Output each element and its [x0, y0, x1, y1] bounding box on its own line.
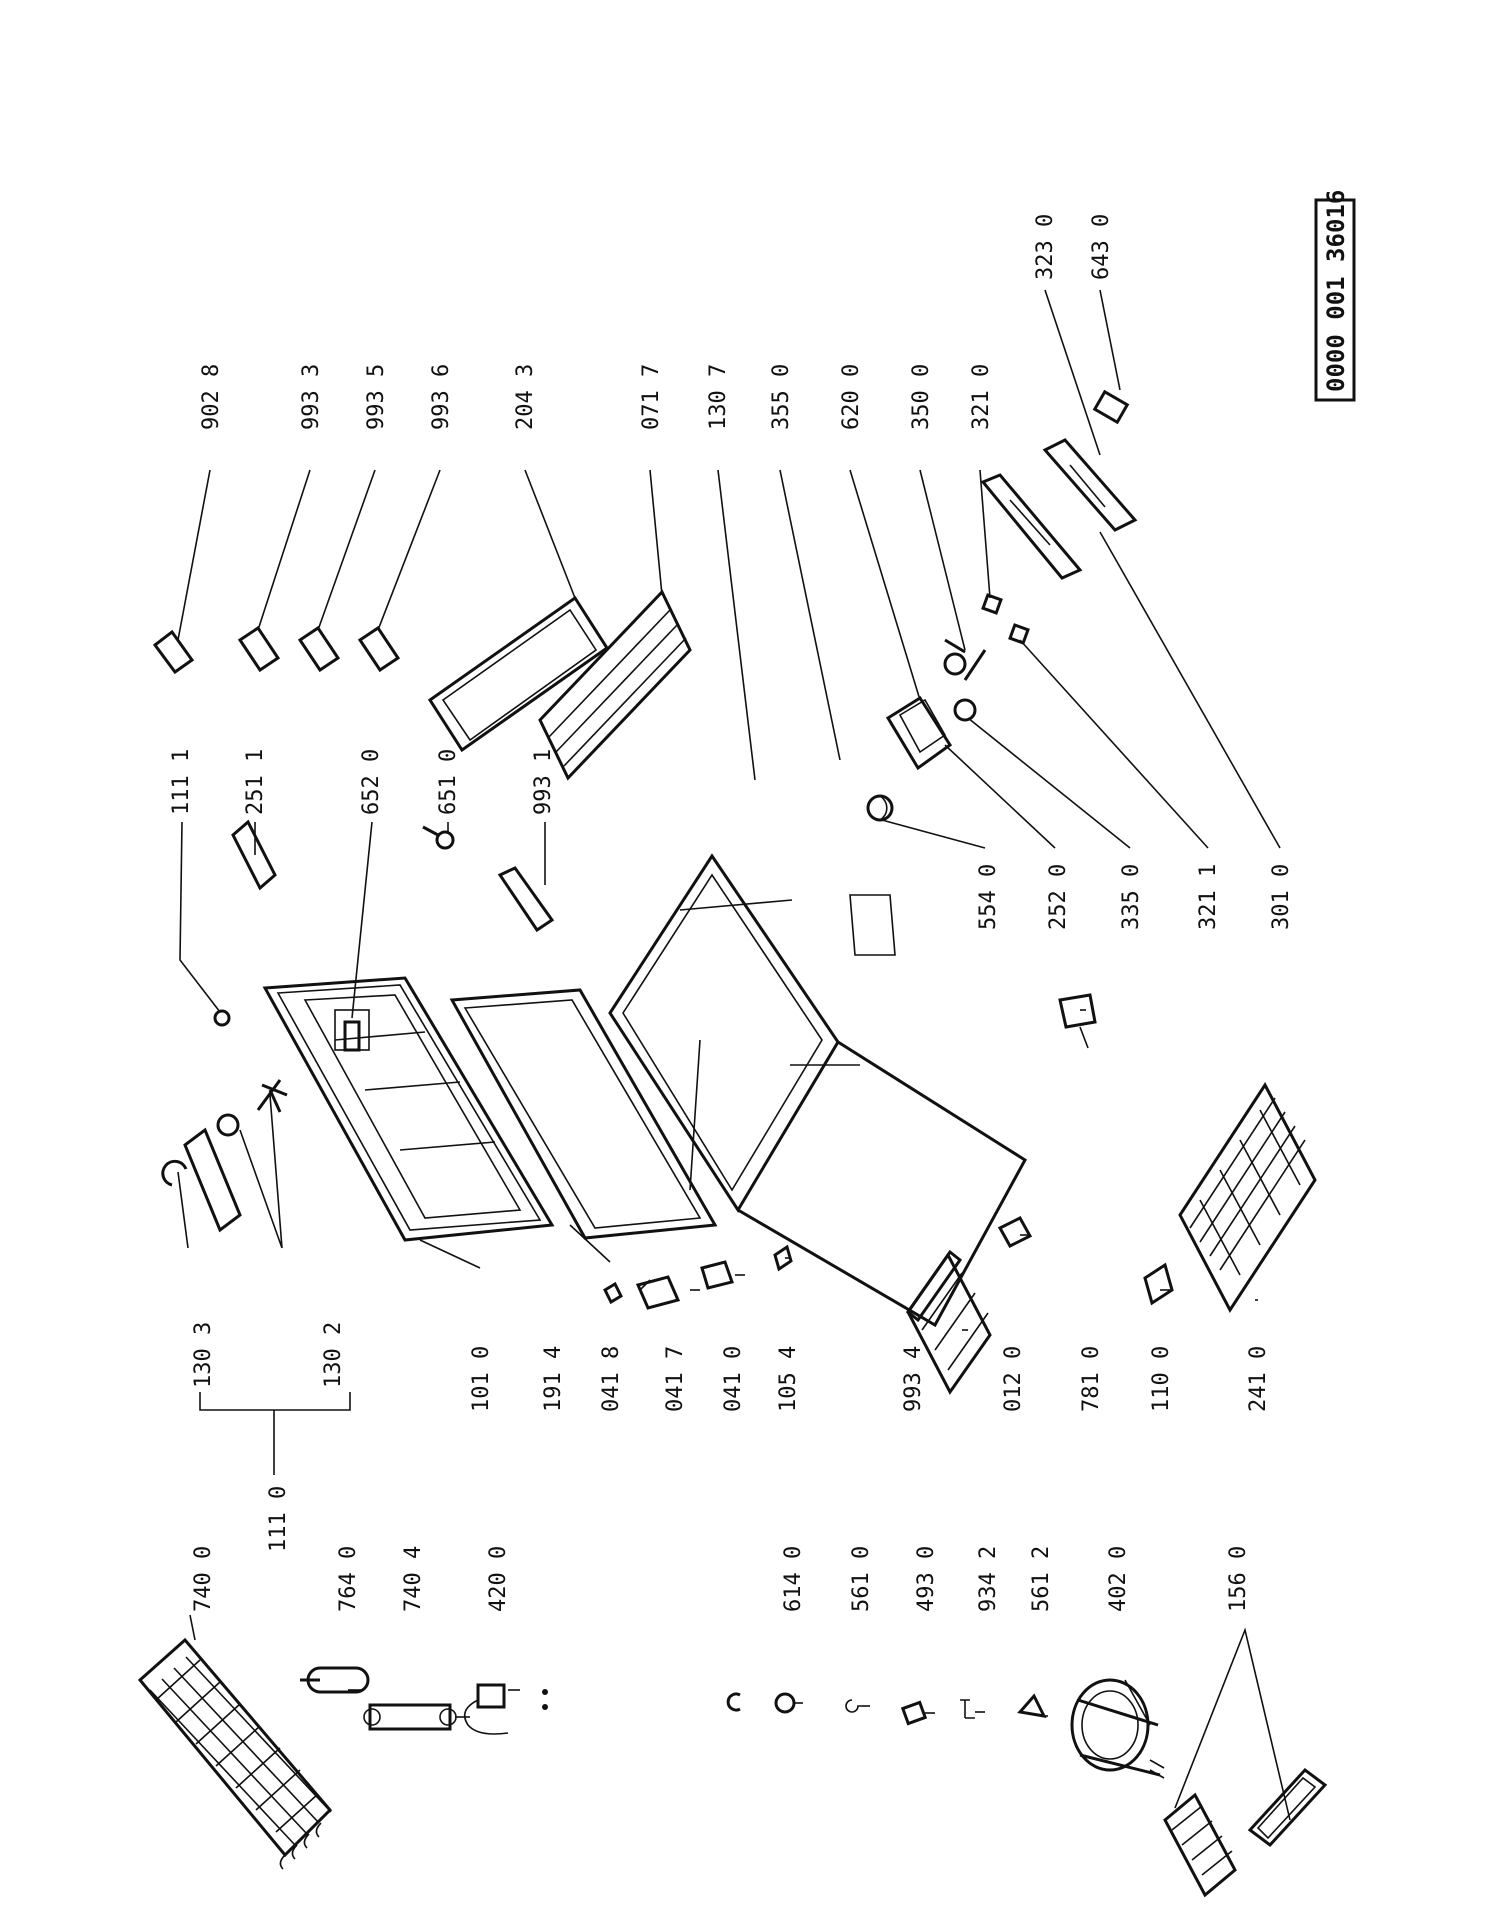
- part-group-bracket: [199, 1392, 351, 1475]
- part-label-3350: 335 0: [1119, 864, 1144, 930]
- part-label-1302: 130 2: [321, 1322, 346, 1388]
- ice-tray-drawing: [905, 1249, 992, 1395]
- part-label-9934: 993 4: [901, 1346, 926, 1412]
- part-label-3010: 301 0: [1269, 864, 1294, 930]
- shelf-support-drawing: [231, 819, 277, 891]
- part-label-9931: 993 1: [531, 749, 556, 815]
- rating-plate-drawing: [1058, 993, 1097, 1029]
- part-label-3550: 355 0: [769, 364, 794, 430]
- lamp-holder-drawing: [422, 825, 455, 850]
- part-label-5610: 561 0: [849, 1546, 874, 1612]
- lid-hardware-drawing: [603, 1244, 793, 1310]
- hinge-drawing: [161, 1127, 242, 1233]
- part-label-3500: 350 0: [909, 364, 934, 430]
- part-label-1560: 156 0: [1226, 1546, 1251, 1612]
- divider-bar-drawing: [497, 866, 555, 933]
- condenser-grid-drawing: [137, 1637, 333, 1870]
- part-label-2520: 252 0: [1046, 864, 1071, 930]
- filter-dryer-drawing: [300, 1666, 370, 1694]
- part-label-9342: 934 2: [976, 1546, 1001, 1612]
- part-label-0410: 041 0: [721, 1346, 746, 1412]
- part-label-4020: 402 0: [1106, 1546, 1131, 1612]
- part-label-6520: 652 0: [359, 749, 384, 815]
- leader-lines: [177, 289, 1291, 1821]
- part-labels: 740 0 764 0 740 4 420 0 614 0 561 0 493 0 934 2…: [169, 214, 1294, 1612]
- part-label-1111: 111 1: [169, 749, 194, 815]
- part-label-2043: 204 3: [513, 364, 538, 430]
- thermostat-probe-drawing: [463, 1683, 548, 1735]
- part-label-9935: 993 5: [364, 364, 389, 430]
- part-label-1914: 191 4: [541, 1346, 566, 1412]
- part-label-2410: 241 0: [1246, 1346, 1271, 1412]
- part-label-1307: 130 7: [706, 364, 731, 430]
- part-label-0120: 012 0: [1001, 1346, 1026, 1412]
- part-label-1054: 105 4: [776, 1346, 801, 1412]
- part-label-7400: 740 0: [191, 1546, 216, 1612]
- part-label-9028: 902 8: [199, 364, 224, 430]
- part-label-4930: 493 0: [914, 1546, 939, 1612]
- part-label-7404: 740 4: [401, 1546, 426, 1612]
- part-label-9936: 993 6: [429, 364, 454, 430]
- part-label-4200: 420 0: [486, 1546, 511, 1612]
- document-code: 0000 001 36016: [1322, 190, 1350, 392]
- part-label-3210: 321 0: [969, 364, 994, 430]
- capacitor-drawing: [953, 698, 977, 722]
- part-label-6510: 651 0: [436, 749, 461, 815]
- part-label-0417: 041 7: [663, 1346, 688, 1412]
- basket-drawing: [1178, 1082, 1317, 1313]
- evaporator-cover-drawing: [152, 629, 195, 675]
- part-label-2511: 251 1: [243, 749, 268, 815]
- part-label-1100: 110 0: [1149, 1346, 1174, 1412]
- light-switch-drawing: [334, 1009, 370, 1052]
- part-label-7810: 781 0: [1079, 1346, 1104, 1412]
- foot-drawing: [997, 1216, 1033, 1248]
- part-label-0418: 041 8: [599, 1346, 624, 1412]
- relay-drawing: [866, 794, 894, 822]
- evaporator-grid-drawing: [538, 589, 692, 781]
- thermostat-knob-drawing: [1042, 438, 1138, 532]
- cabinet-body-drawing: [608, 853, 1027, 1328]
- switch-drawing: [981, 593, 1030, 645]
- part-label-1110: 111 0: [266, 1486, 291, 1552]
- part-label-1303: 130 3: [191, 1322, 216, 1388]
- part-label-1010: 101 0: [469, 1346, 494, 1412]
- compressor-drawing: [1070, 1678, 1165, 1779]
- part-label-3211: 321 1: [1196, 864, 1221, 930]
- part-label-5540: 554 0: [976, 864, 1001, 930]
- small-fittings-drawing: [726, 1692, 1047, 1726]
- hinge-pin-drawing: [216, 1079, 288, 1137]
- shelf-grid-small-drawing: [237, 625, 401, 673]
- lid-gasket-drawing: [449, 988, 718, 1240]
- part-label-7640: 764 0: [336, 1546, 361, 1612]
- part-label-6200: 620 0: [839, 364, 864, 430]
- part-label-3230: 323 0: [1033, 214, 1058, 280]
- part-label-6140: 614 0: [781, 1546, 806, 1612]
- lid-door-drawing: [262, 976, 555, 1242]
- part-label-6430: 643 0: [1089, 214, 1114, 280]
- thermostat-drawing: [943, 638, 987, 681]
- part-label-5612: 561 2: [1029, 1546, 1054, 1612]
- handle-drawing: [1143, 1262, 1174, 1306]
- light-bulb-drawing: [213, 1009, 231, 1027]
- control-panel-drawing: [980, 473, 1083, 580]
- starter-housing-drawing: [885, 695, 953, 771]
- part-label-9933: 993 3: [299, 364, 324, 430]
- condenser-bracket-drawing: [363, 1703, 457, 1731]
- indicator-light-drawing: [1092, 389, 1130, 425]
- compressor-mounting-drawing: [1163, 1767, 1328, 1898]
- document-code-box: 0000 001 36016: [1314, 190, 1356, 402]
- part-label-0717: 071 7: [639, 364, 664, 430]
